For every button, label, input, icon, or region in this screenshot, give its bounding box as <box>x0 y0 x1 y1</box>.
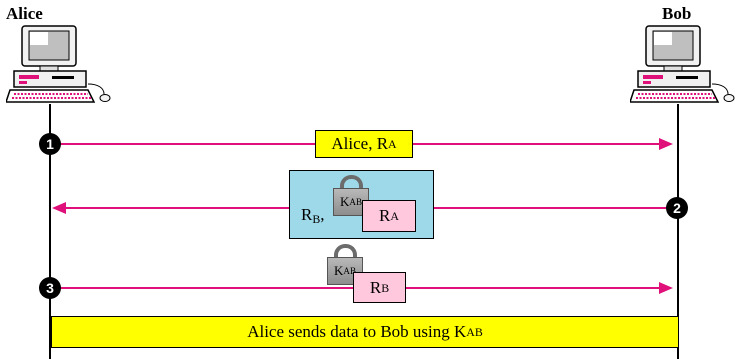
bob-label: Bob <box>662 4 692 23</box>
alice-timeline <box>49 104 51 359</box>
bob-computer-icon <box>630 25 735 103</box>
alice-label: Alice <box>6 4 43 23</box>
bob-timeline <box>677 104 679 359</box>
message-3-arrowhead <box>659 282 673 294</box>
step-3-badge: 3 <box>39 277 61 299</box>
alice-computer-icon <box>6 25 111 103</box>
message-2-lock-shackle <box>340 175 363 192</box>
message-1-text: Alice, R <box>331 134 389 153</box>
message-1-arrowhead <box>659 138 673 150</box>
message-2-rb-label: RB, <box>301 205 325 226</box>
message-3-lock-shackle <box>334 244 357 261</box>
message-2-arrowhead <box>52 202 66 214</box>
step-1-badge: 1 <box>39 133 61 155</box>
step-2-badge: 2 <box>666 197 688 219</box>
